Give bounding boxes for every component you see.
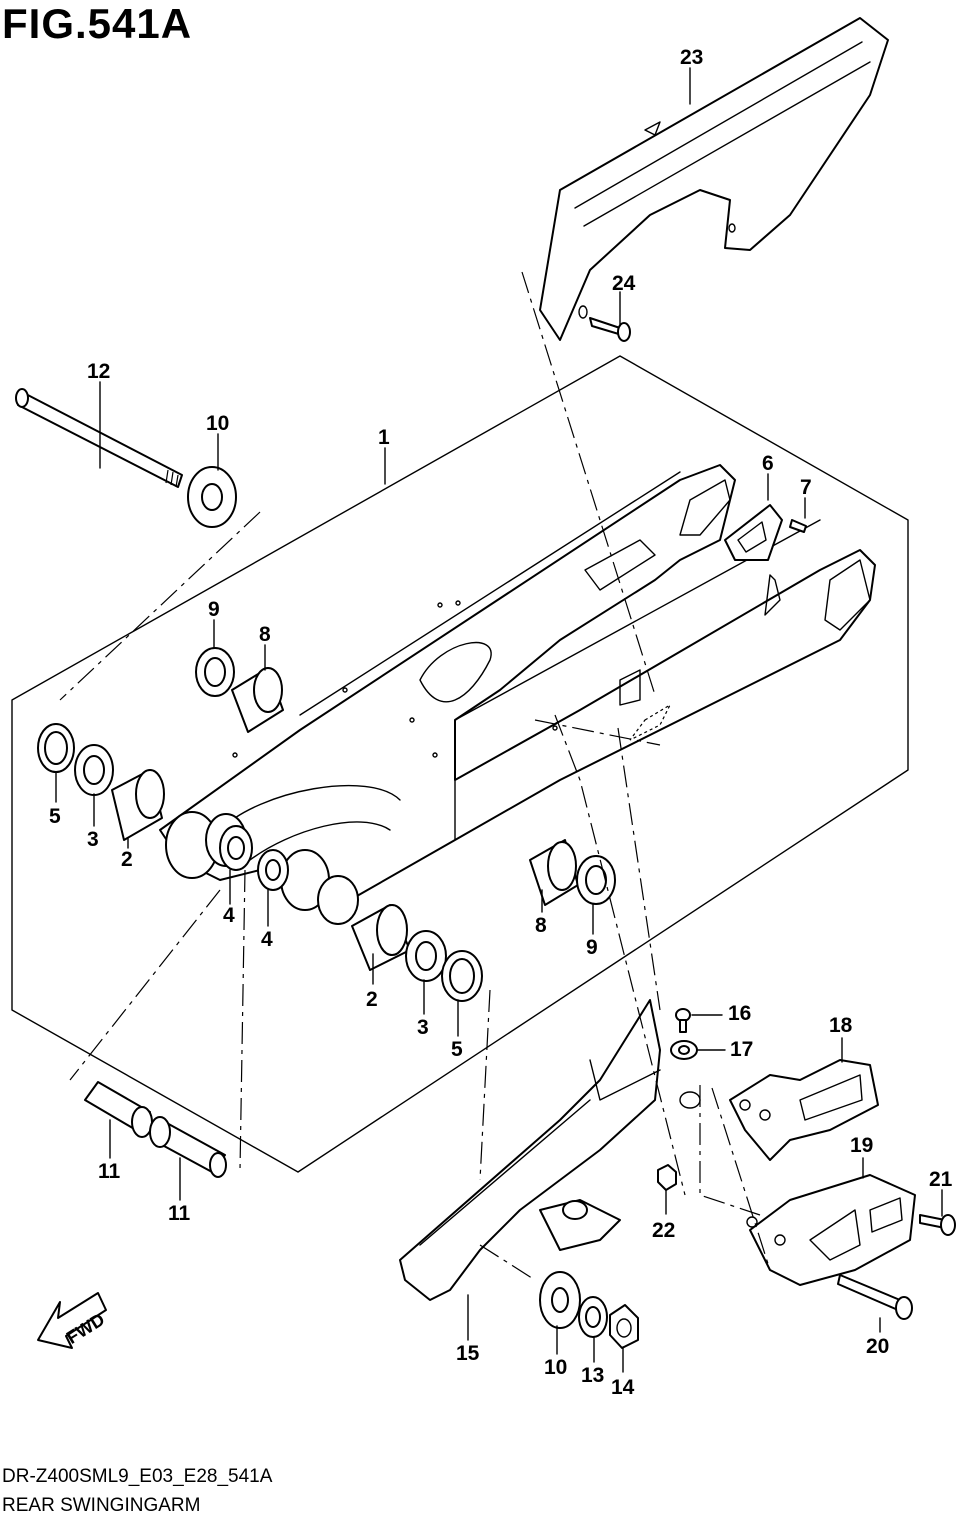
callout-labels: 1 23 24 12 10 6 7 9 8 5 3 2 4 4 8 9 2 3 … bbox=[49, 46, 953, 1399]
callout-10-top: 10 bbox=[206, 412, 229, 435]
callout-11-b: 11 bbox=[168, 1202, 191, 1225]
right-seals-bearings bbox=[351, 839, 616, 1002]
callout-18: 18 bbox=[829, 1014, 853, 1037]
callout-21: 21 bbox=[929, 1168, 953, 1191]
nut-14 bbox=[609, 1304, 639, 1349]
leader-lines bbox=[55, 67, 943, 1373]
upper-seal-bearing bbox=[195, 647, 284, 733]
callout-12: 12 bbox=[87, 360, 110, 383]
fwd-arrow: FWD bbox=[37, 1292, 108, 1349]
callout-4-right: 4 bbox=[261, 928, 273, 951]
callout-14: 14 bbox=[611, 1376, 635, 1399]
callout-5-right: 5 bbox=[451, 1038, 463, 1061]
callout-5-left: 5 bbox=[49, 805, 61, 828]
callout-23: 23 bbox=[680, 46, 703, 69]
bolt-20 bbox=[837, 1274, 913, 1320]
figure-title: FIG.541A bbox=[2, 0, 193, 47]
figure-caption: REAR SWINGINGARM bbox=[2, 1495, 201, 1516]
callout-2-right: 2 bbox=[366, 988, 378, 1011]
callout-4-left: 4 bbox=[223, 904, 235, 927]
callout-8-top: 8 bbox=[259, 623, 271, 646]
callout-13: 13 bbox=[581, 1364, 604, 1387]
bolt-24 bbox=[589, 317, 631, 342]
callout-1: 1 bbox=[378, 426, 390, 449]
washer-13 bbox=[578, 1296, 608, 1338]
chain-buffer-15 bbox=[399, 999, 701, 1301]
bolt-21 bbox=[919, 1214, 956, 1236]
callout-19: 19 bbox=[850, 1134, 873, 1157]
guide-plate-19 bbox=[746, 1174, 916, 1286]
callout-15: 15 bbox=[456, 1342, 480, 1365]
callout-16: 16 bbox=[728, 1002, 751, 1025]
assembly-centerlines bbox=[59, 271, 771, 1281]
nut-22 bbox=[657, 1164, 677, 1191]
callout-24: 24 bbox=[612, 272, 636, 295]
callout-11-a: 11 bbox=[98, 1160, 121, 1183]
chain-guide-18 bbox=[729, 1059, 879, 1161]
washer-10-top bbox=[187, 466, 237, 528]
washer-10-bottom bbox=[539, 1271, 581, 1329]
callout-9-right: 9 bbox=[586, 936, 598, 959]
chain-cover-23 bbox=[539, 17, 889, 341]
callout-9-top: 9 bbox=[208, 598, 220, 621]
callout-6: 6 bbox=[762, 452, 774, 475]
screw-16 bbox=[675, 1008, 691, 1033]
left-seals-bearings bbox=[37, 723, 289, 891]
assembly-outline bbox=[11, 355, 909, 1173]
callout-20: 20 bbox=[866, 1335, 889, 1358]
callout-3-left: 3 bbox=[87, 828, 99, 851]
adjuster-plate-6 bbox=[724, 504, 807, 561]
callout-8-right: 8 bbox=[535, 914, 547, 937]
callout-3-right: 3 bbox=[417, 1016, 429, 1039]
callout-17: 17 bbox=[730, 1038, 753, 1061]
callout-10-bottom: 10 bbox=[544, 1356, 567, 1379]
callout-7: 7 bbox=[800, 476, 812, 499]
callout-22: 22 bbox=[652, 1219, 675, 1242]
washer-17 bbox=[670, 1040, 698, 1060]
model-code: DR-Z400SML9_E03_E28_541A bbox=[2, 1466, 273, 1487]
sleeves-11 bbox=[84, 1081, 227, 1178]
callout-2-left: 2 bbox=[121, 848, 133, 871]
pivot-bolt-12 bbox=[15, 388, 183, 488]
